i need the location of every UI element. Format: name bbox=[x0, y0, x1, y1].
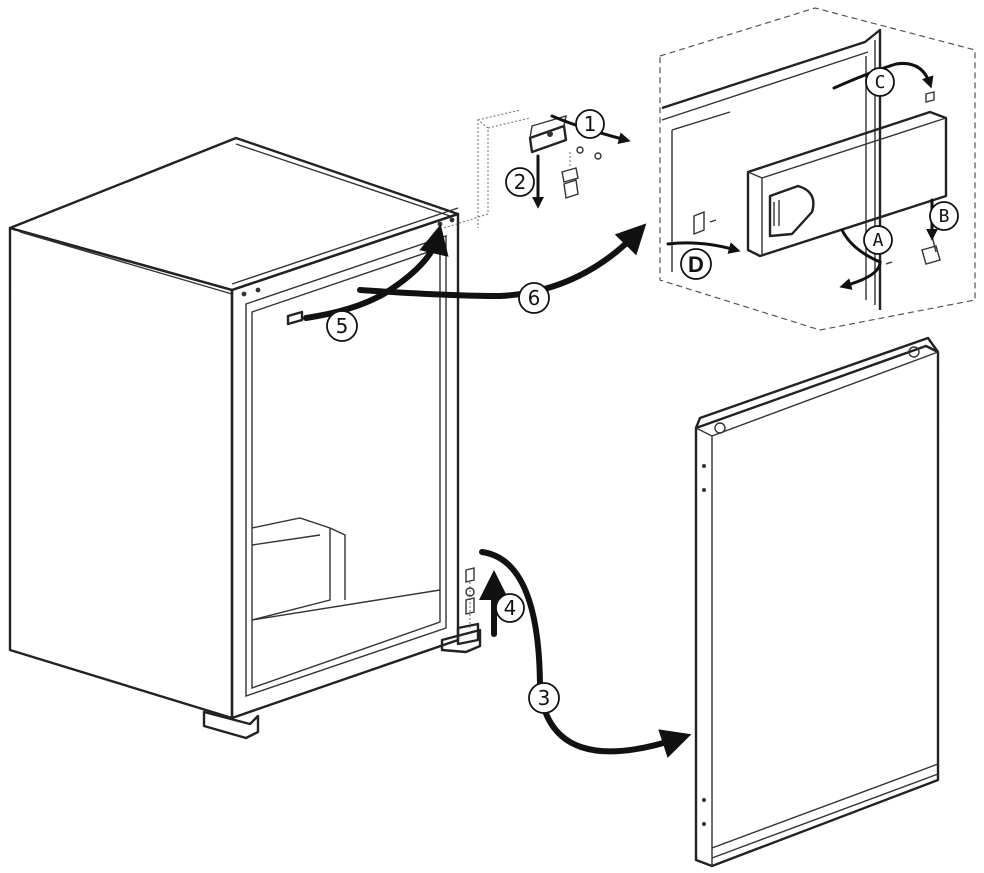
handle-detail-view bbox=[659, 7, 976, 331]
step-4-callout: 4 bbox=[495, 593, 525, 623]
svg-text:C: C bbox=[875, 72, 886, 93]
step-arrows bbox=[303, 61, 938, 758]
detail-b-callout: B bbox=[929, 201, 959, 231]
step-1-callout: 1 bbox=[575, 109, 605, 139]
step-5-callout: 5 bbox=[326, 310, 358, 342]
svg-text:2: 2 bbox=[514, 170, 527, 194]
detail-a-callout: A bbox=[863, 225, 893, 255]
svg-text:B: B bbox=[939, 206, 950, 227]
svg-text:4: 4 bbox=[504, 596, 517, 620]
svg-text:3: 3 bbox=[538, 686, 551, 710]
step-2-callout: 2 bbox=[505, 167, 535, 197]
step-3-callout: 3 bbox=[528, 682, 560, 714]
detail-c-callout: C bbox=[865, 67, 895, 97]
svg-text:A: A bbox=[873, 230, 884, 251]
fridge-cabinet bbox=[8, 109, 531, 740]
svg-text:6: 6 bbox=[528, 286, 541, 310]
fridge-door bbox=[694, 336, 940, 868]
svg-text:D: D bbox=[688, 252, 704, 277]
svg-text:1: 1 bbox=[584, 112, 597, 136]
detail-d-callout: D bbox=[680, 248, 712, 280]
step-6-callout: 6 bbox=[518, 282, 550, 314]
svg-text:5: 5 bbox=[336, 314, 349, 338]
